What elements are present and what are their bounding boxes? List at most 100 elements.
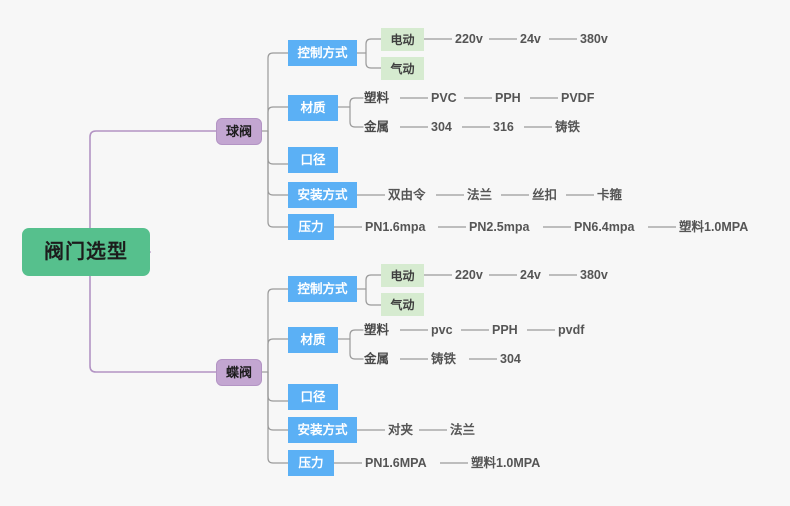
node-butterfly-material-metal[interactable]: 金属 — [364, 351, 398, 368]
leaf-label: PN1.6MPA — [365, 456, 427, 471]
node-butterfly-material-plastic[interactable]: 塑料 — [364, 322, 398, 339]
node-ball-install-method[interactable]: 安装方式 — [288, 182, 357, 208]
node-ball-control-pneumatic[interactable]: 气动 — [381, 57, 424, 80]
leaf-label: 24v — [520, 32, 541, 47]
node-butterfly-pressure[interactable]: 压力 — [288, 450, 334, 476]
leaf-ball-install-thread[interactable]: 丝扣 — [532, 187, 566, 204]
leaf-label: PVC — [431, 91, 457, 106]
leaf-ball-pressure-pn64[interactable]: PN6.4mpa — [574, 219, 644, 236]
node-label: 材质 — [300, 332, 326, 347]
branch-node-label: 蝶阀 — [225, 365, 252, 380]
leaf-label: PN1.6mpa — [365, 220, 426, 235]
node-ball-control-method[interactable]: 控制方式 — [288, 40, 357, 66]
node-butterfly-control-pneumatic[interactable]: 气动 — [381, 293, 424, 316]
node-label: 控制方式 — [297, 45, 348, 60]
node-label: 金属 — [364, 352, 390, 367]
leaf-ball-install-clamp[interactable]: 卡箍 — [597, 187, 631, 204]
leaf-ball-metal-304[interactable]: 304 — [431, 119, 459, 136]
leaf-butterfly-install-wafer[interactable]: 对夹 — [388, 422, 422, 439]
leaf-label: 卡箍 — [597, 188, 623, 203]
branch-node-ball-valve[interactable]: 球阀 — [216, 118, 262, 145]
leaf-ball-plastic-pph[interactable]: PPH — [495, 90, 529, 107]
leaf-ball-install-flange[interactable]: 法兰 — [467, 187, 501, 204]
leaf-butterfly-metal-304[interactable]: 304 — [500, 351, 528, 368]
leaf-label: PPH — [495, 91, 521, 106]
leaf-label: 塑料1.0MPA — [471, 456, 541, 471]
node-ball-material-plastic[interactable]: 塑料 — [364, 90, 398, 107]
leaf-ball-metal-316[interactable]: 316 — [493, 119, 521, 136]
node-label: 口径 — [300, 152, 326, 167]
node-butterfly-install-method[interactable]: 安装方式 — [288, 417, 357, 443]
leaf-ball-metal-cast-iron[interactable]: 铸铁 — [555, 119, 591, 136]
leaf-ball-install-union[interactable]: 双由令 — [388, 187, 434, 204]
leaf-label: 塑料1.0MPA — [679, 220, 749, 235]
leaf-label: 380v — [580, 268, 608, 283]
leaf-butterfly-electric-220v[interactable]: 220v — [455, 267, 491, 284]
leaf-ball-pressure-pn16[interactable]: PN1.6mpa — [365, 219, 435, 236]
leaf-butterfly-electric-24v[interactable]: 24v — [520, 267, 550, 284]
node-label: 材质 — [300, 100, 326, 115]
node-ball-control-electric[interactable]: 电动 — [381, 28, 424, 51]
leaf-butterfly-install-flange[interactable]: 法兰 — [450, 422, 484, 439]
leaf-butterfly-plastic-pvc[interactable]: pvc — [431, 322, 459, 339]
node-ball-material-metal[interactable]: 金属 — [364, 119, 398, 136]
leaf-label: 380v — [580, 32, 608, 47]
leaf-label: 304 — [431, 120, 452, 135]
node-butterfly-control-electric[interactable]: 电动 — [381, 264, 424, 287]
leaf-label: pvc — [431, 323, 453, 338]
leaf-label: PPH — [492, 323, 518, 338]
node-label: 塑料 — [364, 91, 390, 106]
leaf-label: 丝扣 — [532, 188, 558, 203]
leaf-butterfly-pressure-pn16[interactable]: PN1.6MPA — [365, 455, 437, 472]
root-node-label: 阀门选型 — [44, 241, 128, 263]
node-ball-material[interactable]: 材质 — [288, 95, 338, 121]
leaf-ball-pressure-pn25[interactable]: PN2.5mpa — [469, 219, 539, 236]
leaf-label: 铸铁 — [555, 120, 581, 135]
leaf-butterfly-pressure-plastic-10mpa[interactable]: 塑料1.0MPA — [471, 455, 555, 472]
leaf-label: 316 — [493, 120, 514, 135]
branch-node-butterfly-valve[interactable]: 蝶阀 — [216, 359, 262, 386]
leaf-ball-electric-24v[interactable]: 24v — [520, 31, 550, 48]
leaf-label: 24v — [520, 268, 541, 283]
root-node-valve-selection[interactable]: 阀门选型 — [22, 228, 150, 276]
leaf-butterfly-electric-380v[interactable]: 380v — [580, 267, 616, 284]
node-label: 压力 — [298, 219, 324, 234]
leaf-butterfly-plastic-pvdf[interactable]: pvdf — [558, 322, 594, 339]
leaf-butterfly-metal-cast-iron[interactable]: 铸铁 — [431, 351, 467, 368]
leaf-label: 法兰 — [450, 423, 476, 438]
node-label: 压力 — [298, 455, 324, 470]
leaf-label: 220v — [455, 32, 483, 47]
branch-node-label: 球阀 — [225, 124, 252, 139]
leaf-label: PN2.5mpa — [469, 220, 530, 235]
leaf-ball-pressure-plastic-10mpa[interactable]: 塑料1.0MPA — [679, 219, 763, 236]
node-label: 控制方式 — [297, 281, 348, 296]
leaf-label: PN6.4mpa — [574, 220, 635, 235]
leaf-label: 对夹 — [388, 423, 414, 438]
node-label: 电动 — [390, 32, 415, 47]
node-label: 塑料 — [364, 323, 390, 338]
leaf-ball-plastic-pvc[interactable]: PVC — [431, 90, 463, 107]
node-butterfly-control-method[interactable]: 控制方式 — [288, 276, 357, 302]
node-ball-bore-size[interactable]: 口径 — [288, 147, 338, 173]
node-label: 金属 — [364, 120, 390, 135]
node-label: 电动 — [390, 268, 415, 283]
leaf-label: PVDF — [561, 91, 595, 106]
node-label: 口径 — [300, 389, 326, 404]
leaf-label: 220v — [455, 268, 483, 283]
node-label: 气动 — [390, 297, 415, 312]
leaf-label: 304 — [500, 352, 521, 367]
leaf-butterfly-plastic-pph[interactable]: PPH — [492, 322, 526, 339]
leaf-label: 双由令 — [388, 188, 426, 203]
node-label: 气动 — [390, 61, 415, 76]
node-label: 安装方式 — [297, 187, 348, 202]
node-butterfly-material[interactable]: 材质 — [288, 327, 338, 353]
node-label: 安装方式 — [297, 422, 348, 437]
leaf-ball-electric-220v[interactable]: 220v — [455, 31, 491, 48]
leaf-label: pvdf — [558, 323, 585, 338]
leaf-ball-plastic-pvdf[interactable]: PVDF — [561, 90, 601, 107]
leaf-ball-electric-380v[interactable]: 380v — [580, 31, 616, 48]
node-butterfly-bore-size[interactable]: 口径 — [288, 384, 338, 410]
leaf-label: 法兰 — [467, 188, 493, 203]
node-ball-pressure[interactable]: 压力 — [288, 214, 334, 240]
